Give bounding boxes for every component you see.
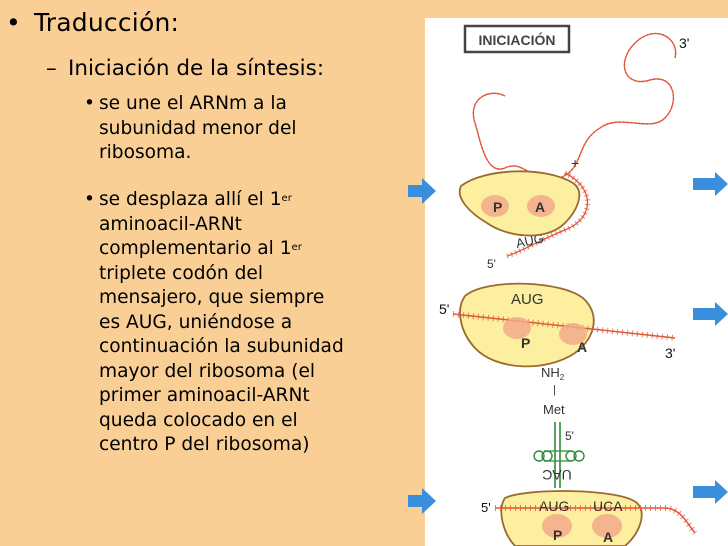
arrow-right-1: [693, 172, 728, 196]
title-box-label: INICIACIÓN: [479, 31, 556, 48]
codon-aug-stage3: AUG: [539, 498, 569, 514]
slide-text: • Traducción: – Iniciación de la síntesi…: [6, 8, 344, 458]
line-text: complementario al 1: [99, 238, 292, 259]
label-5prime-stage3: 5': [481, 500, 491, 515]
nh2-text: NH: [541, 365, 560, 380]
label-3prime-top: 3': [679, 35, 689, 51]
point-2-line: mayor del ribosoma (el: [99, 360, 316, 382]
point-2-line: continuación la subunidad: [99, 336, 344, 357]
stage-2: 5' AUG P A 3': [439, 282, 675, 368]
point-1-bullet: •: [84, 93, 95, 114]
arrow-right-3: [693, 480, 728, 504]
bond-line: |: [553, 384, 556, 396]
small-subunit-1: P A: [458, 170, 581, 237]
label-3prime-stage2: 3': [665, 345, 675, 361]
codon-uca-stage3: UCA: [593, 498, 623, 514]
met-trna: NH2 | Met 5' UAC: [533, 365, 585, 488]
site-p-2: P: [521, 335, 530, 351]
point-2-line: es AUG, uniéndose a: [99, 311, 293, 333]
site-p-1: P: [493, 199, 502, 215]
point-1-line: se une el ARNm a la: [99, 93, 287, 114]
arrow-right-2: [693, 302, 728, 326]
nh2-subscript: 2: [560, 373, 565, 382]
plus-sign: +: [571, 155, 579, 171]
met-label: Met: [543, 402, 565, 417]
heading-bullet: •: [6, 8, 21, 37]
nh2-label: NH2: [541, 365, 565, 382]
ordinal-sup: er: [281, 193, 292, 204]
stage-3: 5' AUG UCA P A: [481, 490, 698, 546]
site-p-3: P: [553, 527, 562, 543]
point-1-text: se une el ARNm a la subunidad menor del …: [99, 92, 297, 166]
subheading-text: Iniciación de la síntesis:: [68, 56, 325, 81]
point-2-text: se desplaza allí el 1er aminoacil-ARNt c…: [99, 188, 344, 458]
ordinal-sup: er: [291, 242, 302, 253]
point-2-line: mensajero, que siempre: [99, 287, 325, 308]
point-2-line: centro P del ribosoma): [99, 434, 310, 455]
figure-svg: INICIACIÓN 3' + 5' AUG P A 5': [439, 24, 728, 546]
translation-initiation-figure: INICIACIÓN 3' + 5' AUG P A 5': [425, 18, 728, 546]
point-2-line: aminoacil-ARNt: [99, 213, 242, 235]
label-5prime-first: 5': [487, 257, 496, 271]
label-5prime-trna: 5': [565, 429, 574, 443]
title-box: INICIACIÓN: [463, 24, 571, 54]
subheading-dash: –: [46, 56, 57, 81]
site-a-2: A: [577, 339, 587, 355]
point-2-line: queda colocado en el: [99, 409, 298, 431]
point-2-bullet: •: [84, 189, 95, 210]
point-1-line: ribosoma.: [99, 142, 192, 163]
point-1-line: subunidad menor del: [99, 117, 297, 139]
line-text: se desplaza allí el 1: [99, 189, 282, 210]
point-2-line: primer aminoacil-ARNt: [99, 385, 310, 406]
site-a-3: A: [603, 529, 613, 545]
heading-text: Traducción:: [34, 8, 180, 37]
site-a-1: A: [535, 199, 545, 215]
point-2-line: se desplaza allí el 1er: [99, 188, 344, 213]
label-5prime-stage2: 5': [439, 301, 449, 317]
point-2-line: triplete codón del: [99, 262, 264, 284]
point-2-line: complementario al 1er: [99, 237, 344, 262]
codon-aug-stage2: AUG: [511, 291, 544, 308]
mrna-strand-top: 3' + 5' AUG: [472, 32, 689, 271]
anticodon-label: UAC: [542, 467, 572, 483]
